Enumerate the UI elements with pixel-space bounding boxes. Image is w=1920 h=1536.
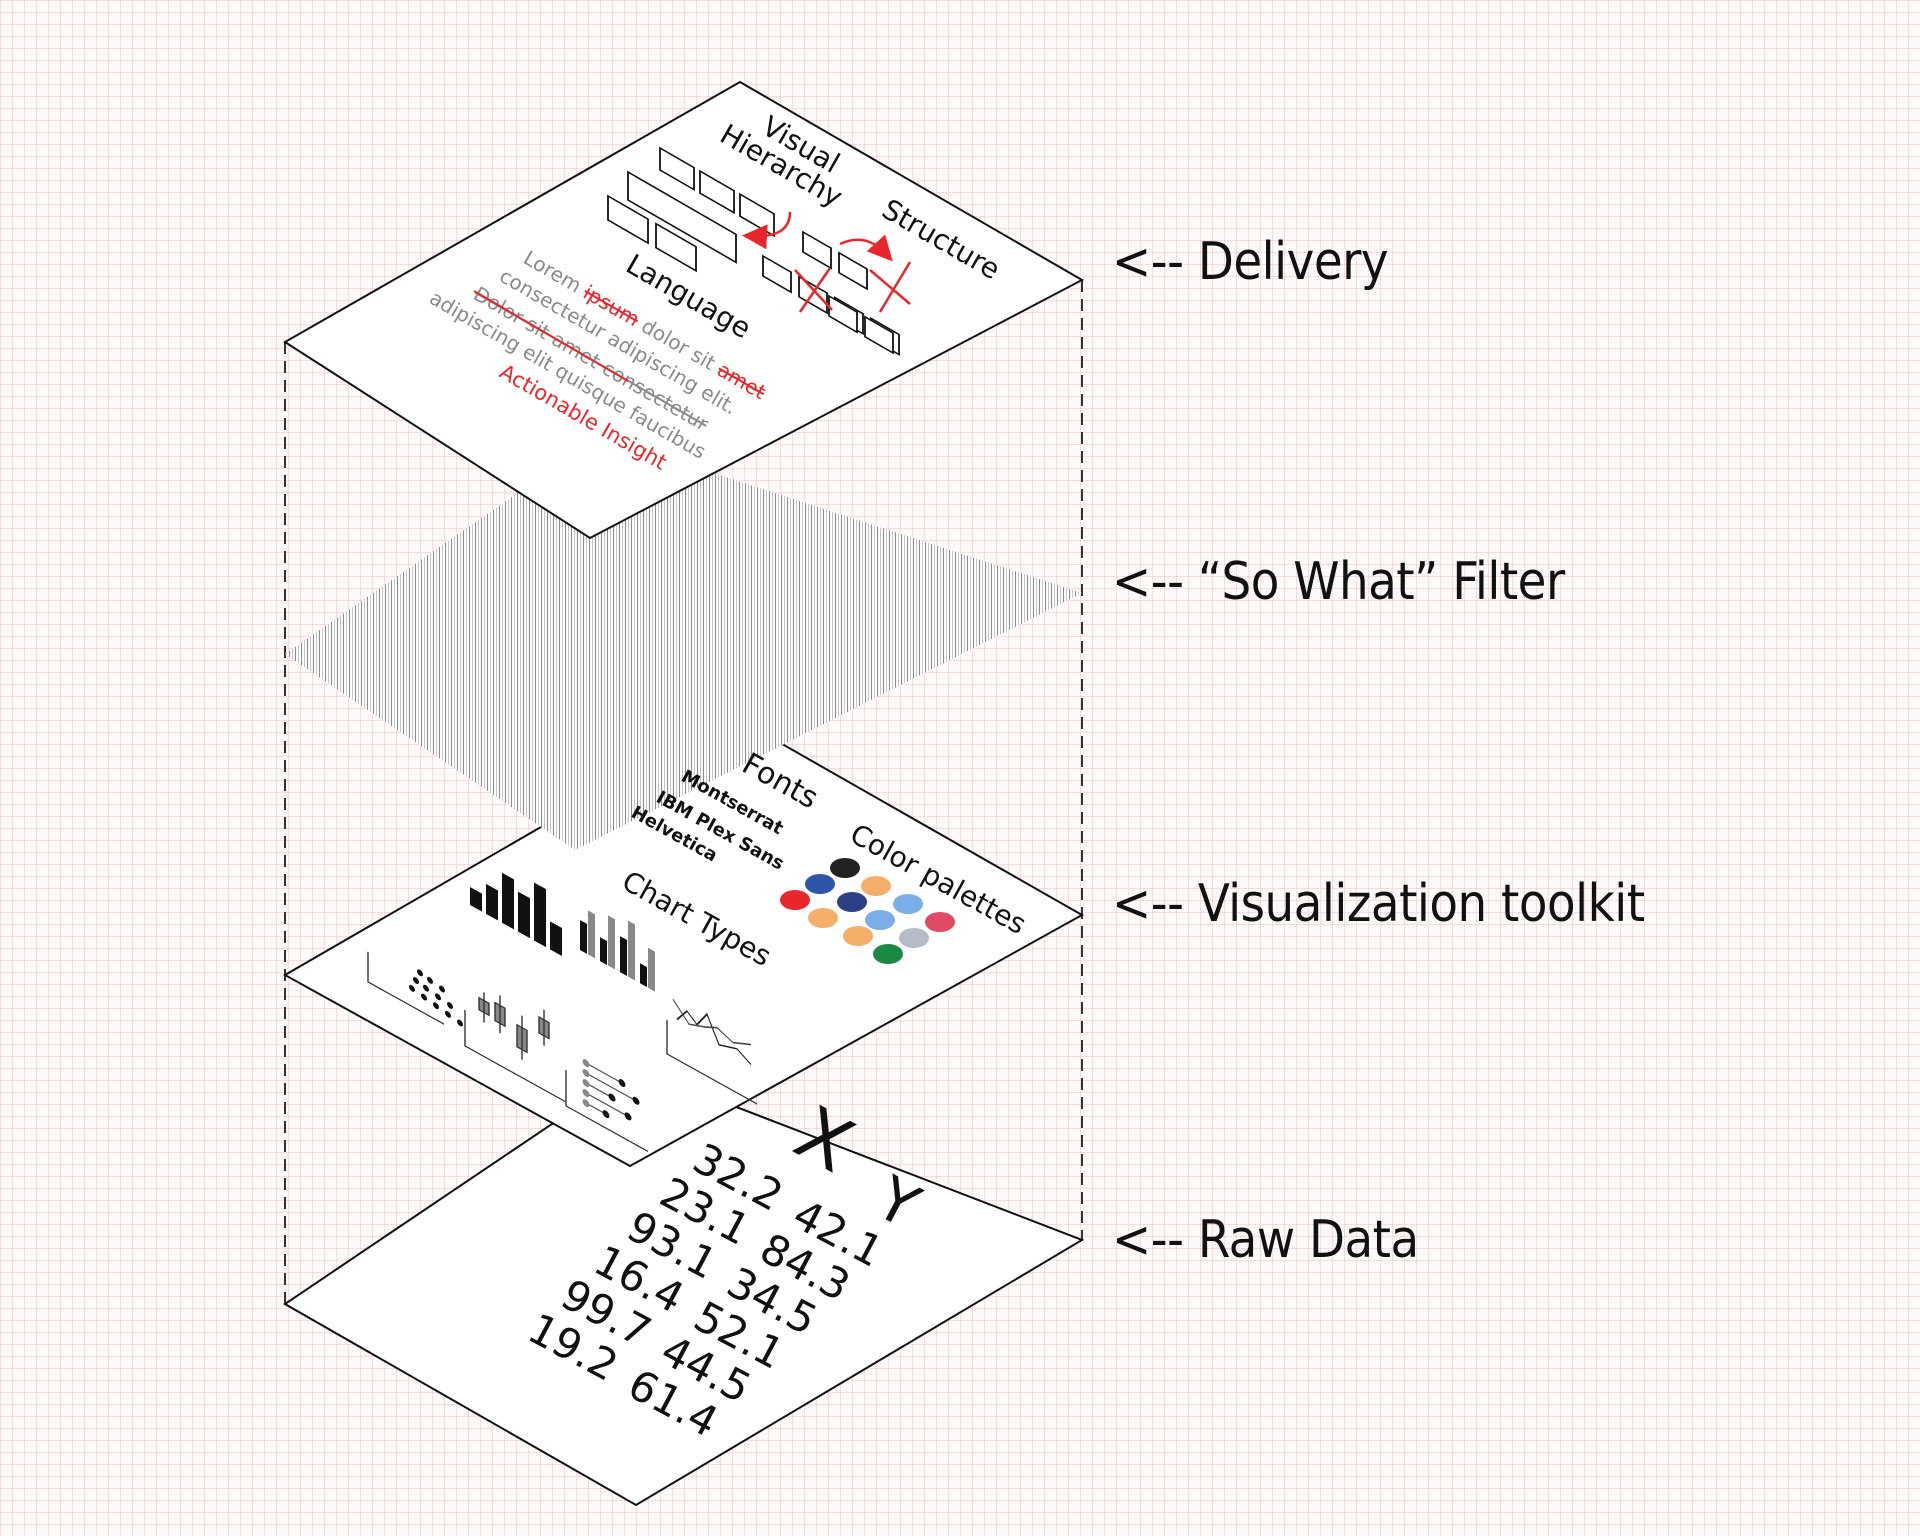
palette-swatch-10 xyxy=(843,926,873,946)
label-so-what-filter: <-- “So What” Filter xyxy=(1112,552,1565,612)
bar-chart-icon xyxy=(470,872,562,956)
palette-swatch-12 xyxy=(873,944,903,964)
palette-swatch-1 xyxy=(830,858,860,878)
palette-swatch-11 xyxy=(899,928,929,948)
color-palette xyxy=(780,858,955,964)
label-delivery: <-- Delivery xyxy=(1112,232,1389,292)
delivery-plane xyxy=(283,80,1085,540)
delivery-layer: Visual Hierarchy Structure xyxy=(283,80,1085,540)
grouped-bar-icon xyxy=(580,910,655,992)
palette-swatch-5 xyxy=(837,892,867,912)
palette-swatch-2 xyxy=(805,874,835,894)
box-plot-icon xyxy=(464,992,565,1103)
filter-plane xyxy=(285,436,1082,850)
palette-swatch-3 xyxy=(861,876,891,896)
structure-cross-marks xyxy=(794,261,912,313)
lorem-strike-line xyxy=(473,290,629,382)
structure-arrow xyxy=(839,234,893,262)
structure-boxes xyxy=(762,230,900,356)
palette-swatch-8 xyxy=(865,910,895,930)
palette-swatch-4 xyxy=(780,890,810,910)
label-visualization-toolkit: <-- Visualization toolkit xyxy=(1112,874,1645,934)
dashed-connectors xyxy=(284,280,1083,1304)
hierarchy-boxes xyxy=(607,146,775,273)
palette-swatch-9 xyxy=(925,912,955,932)
visualization-toolkit-layer xyxy=(282,714,1085,1168)
toolkit-plane xyxy=(282,714,1085,1168)
lollipop-icon xyxy=(565,1059,648,1153)
hierarchy-arrow xyxy=(742,211,792,250)
raw-data-plane xyxy=(283,1066,1085,1507)
palette-swatch-7 xyxy=(808,908,838,928)
chart-type-icons xyxy=(367,872,757,1153)
line-chart-icon xyxy=(666,999,757,1105)
raw-data-layer: X Y 32.242.123.184.393.134.516.452.199.7… xyxy=(283,1066,1085,1507)
label-raw-data: <-- Raw Data xyxy=(1112,1210,1419,1270)
palette-swatch-6 xyxy=(893,894,923,914)
dot-plot-icon xyxy=(367,951,463,1027)
